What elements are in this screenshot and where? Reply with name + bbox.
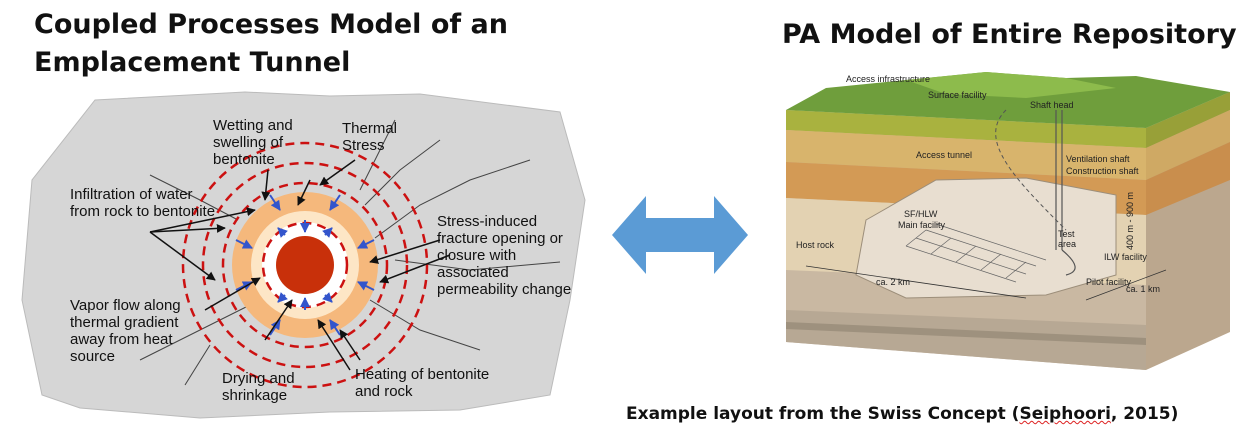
label-main-facility: Main facility	[898, 220, 946, 230]
label-thermal-stress: Thermal Stress	[342, 120, 398, 154]
label-heating: Heating of bentonite and rock	[355, 366, 490, 400]
label-vapor-flow: Vapor flow along thermal gradient away f…	[70, 297, 181, 365]
caption-suffix: , 2015)	[1110, 404, 1179, 424]
label-host-rock: Host rock	[796, 240, 835, 250]
caption-author: Seiphoori	[1019, 404, 1111, 424]
label-access-tunnel: Access tunnel	[916, 150, 972, 160]
label-test-area-2: area	[1058, 239, 1076, 249]
leader-lines	[149, 159, 451, 371]
label-sf-hlw: SF/HLW	[904, 209, 938, 219]
label-infiltration: Infiltration of water from rock to bento…	[70, 186, 216, 220]
label-drying: Drying and shrinkage	[222, 370, 295, 404]
waste-canister	[276, 236, 334, 294]
label-depth: 400 m - 900 m	[1125, 192, 1135, 250]
caption-prefix: Example layout from the Swiss Concept (	[626, 404, 1020, 424]
double-headed-arrow-icon	[612, 196, 748, 274]
tunnel-cross-section-diagram	[21, 91, 586, 419]
repository-block-diagram: Access infrastructure Surface facility S…	[786, 72, 1230, 370]
label-shaft-head: Shaft head	[1030, 100, 1074, 110]
label-pilot-facility: Pilot facility	[1086, 277, 1132, 287]
label-access-infrastructure: Access infrastructure	[846, 74, 930, 84]
label-length-1km: ca. 1 km	[1126, 284, 1160, 294]
label-surface-facility: Surface facility	[928, 90, 987, 100]
emplacement-grid	[905, 223, 1047, 283]
label-construction-shaft: Construction shaft	[1066, 166, 1139, 176]
left-title-line2: Emplacement Tunnel	[34, 47, 351, 78]
left-title-line1: Coupled Processes Model of an	[34, 9, 508, 40]
flow-arrows	[235, 194, 375, 336]
right-caption: Example layout from the Swiss Concept (S…	[626, 404, 1178, 424]
label-ilw-facility: ILW facility	[1104, 252, 1147, 262]
label-stress-induced: Stress-induced fracture opening or closu…	[437, 213, 572, 298]
label-length-2km: ca. 2 km	[876, 277, 910, 287]
label-test-area-1: Test	[1058, 229, 1075, 239]
label-wetting: Wetting and swelling of bentonite	[213, 117, 293, 168]
right-title: PA Model of Entire Repository	[782, 19, 1237, 50]
label-ventilation-shaft: Ventilation shaft	[1066, 154, 1130, 164]
